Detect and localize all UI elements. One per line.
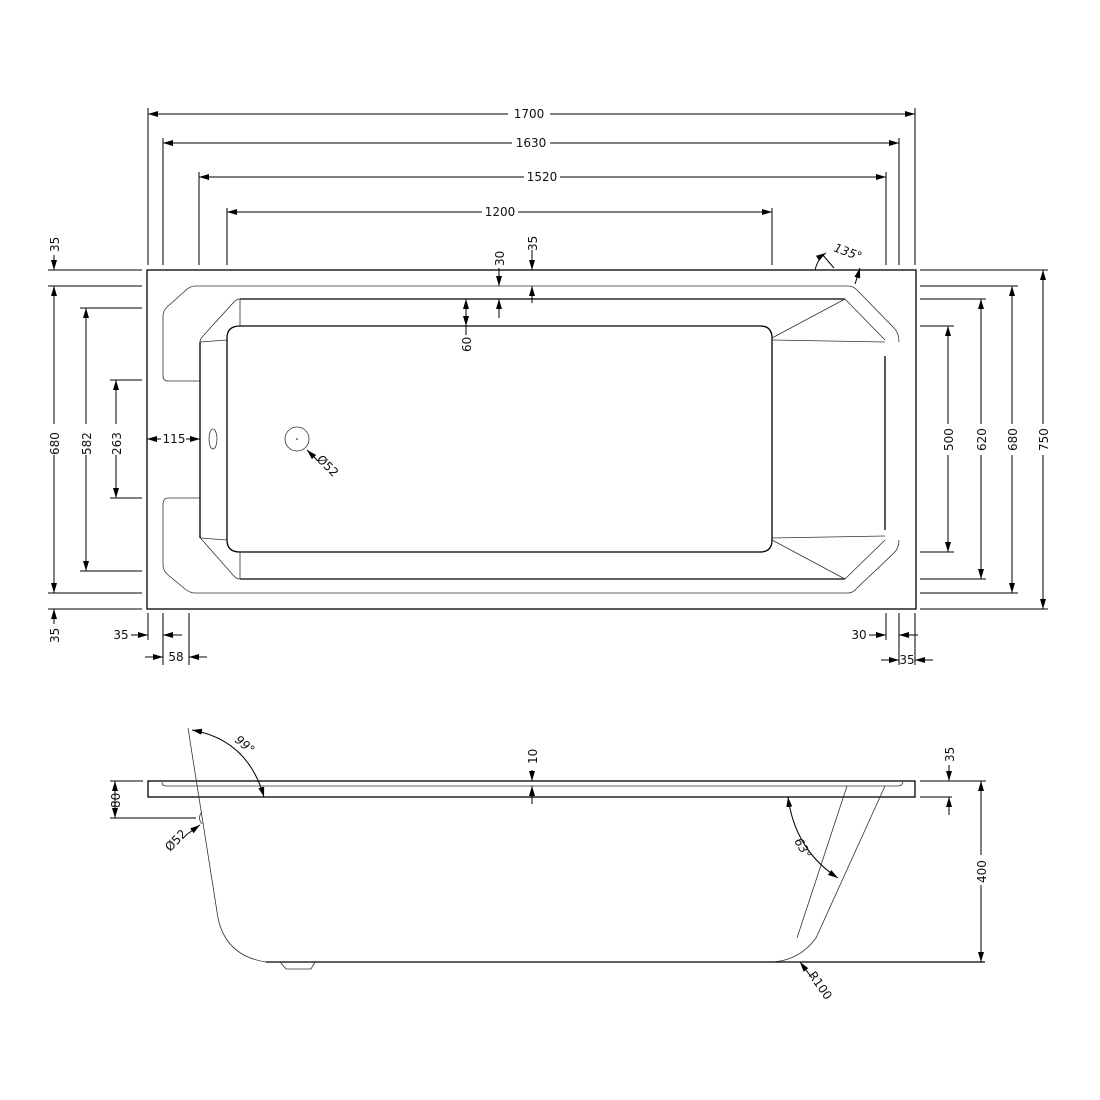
dim-left-top-offset: 35: [48, 237, 62, 252]
basin-floor-outline: [226, 325, 773, 553]
plan-left-extension-lines: [48, 269, 142, 610]
dim-bottom-left-offset: 35: [113, 628, 128, 642]
dim-left-bottom-offset: 35: [48, 628, 62, 643]
side-rim-lip: [161, 781, 904, 787]
dim-overall-length: 1700: [514, 107, 545, 121]
dim-rim-lip: 10: [526, 749, 540, 764]
dim-bottom-right-wall: 35: [899, 653, 914, 667]
dim-rim-inner-length: 1630: [516, 136, 547, 150]
overflow-hole: [208, 428, 218, 450]
waste-center: [296, 438, 298, 440]
dim-bottom-right-offset: 30: [851, 628, 866, 642]
outer-rim: [146, 269, 917, 610]
dim-head-angle: 99°: [232, 733, 257, 757]
dim-overflow-diameter: Ø52: [162, 827, 189, 854]
dim-basin-step: 35: [526, 236, 540, 251]
dim-left-rim-width: 680: [48, 432, 62, 455]
side-view: [147, 727, 985, 970]
dim-foot-radius: R100: [806, 969, 835, 1003]
dim-waste-diameter: Ø52: [314, 452, 341, 479]
waste-leader: [306, 449, 319, 462]
plan-corner-angle: [814, 252, 861, 285]
plan-right-dimension-lines: [920, 269, 1048, 610]
plan-view: [146, 269, 917, 610]
side-body-foot: [772, 785, 886, 963]
side-dimension-lines: [110, 728, 986, 979]
rim-inner-outline: [162, 285, 900, 594]
dim-rim-ledge: 30: [493, 251, 507, 266]
side-body-head: [187, 727, 267, 963]
dim-right-basin-width: 620: [975, 428, 989, 451]
dim-overall-width: 750: [1037, 428, 1051, 451]
dim-right-rim-inner-width: 680: [1006, 428, 1020, 451]
dim-basin-top-length: 1520: [527, 170, 558, 184]
dim-left-wall-offset: 115: [163, 432, 186, 446]
dim-slope-depth: 60: [460, 337, 474, 352]
dim-corner-angle: 135°: [832, 241, 864, 264]
plan-rim-ledge-dims: [463, 250, 535, 335]
plan-left-dimension-lines: [51, 255, 200, 624]
basin-top-outline: [199, 298, 886, 580]
dim-foot-angle: 63°: [791, 836, 814, 861]
slope-lines: [199, 298, 886, 580]
dim-headrest-gap: 263: [110, 432, 124, 455]
dim-headrest-span: 582: [80, 432, 94, 455]
dim-right-floor-width: 500: [942, 428, 956, 451]
dim-rim-thickness: 35: [943, 747, 957, 762]
dim-basin-floor-length: 1200: [485, 205, 516, 219]
dim-overflow-height: 80: [109, 793, 123, 808]
plan-bottom-dimension-lines: [131, 613, 933, 665]
side-foot-pad: [279, 961, 316, 970]
plan-top-extension-lines: [147, 108, 916, 265]
waste-hole: [284, 426, 310, 452]
side-overflow: [199, 811, 203, 825]
plan-top-dimension-lines: [148, 111, 915, 215]
dim-overall-depth: 400: [975, 860, 989, 883]
dim-bottom-left-wall: 58: [168, 650, 183, 664]
